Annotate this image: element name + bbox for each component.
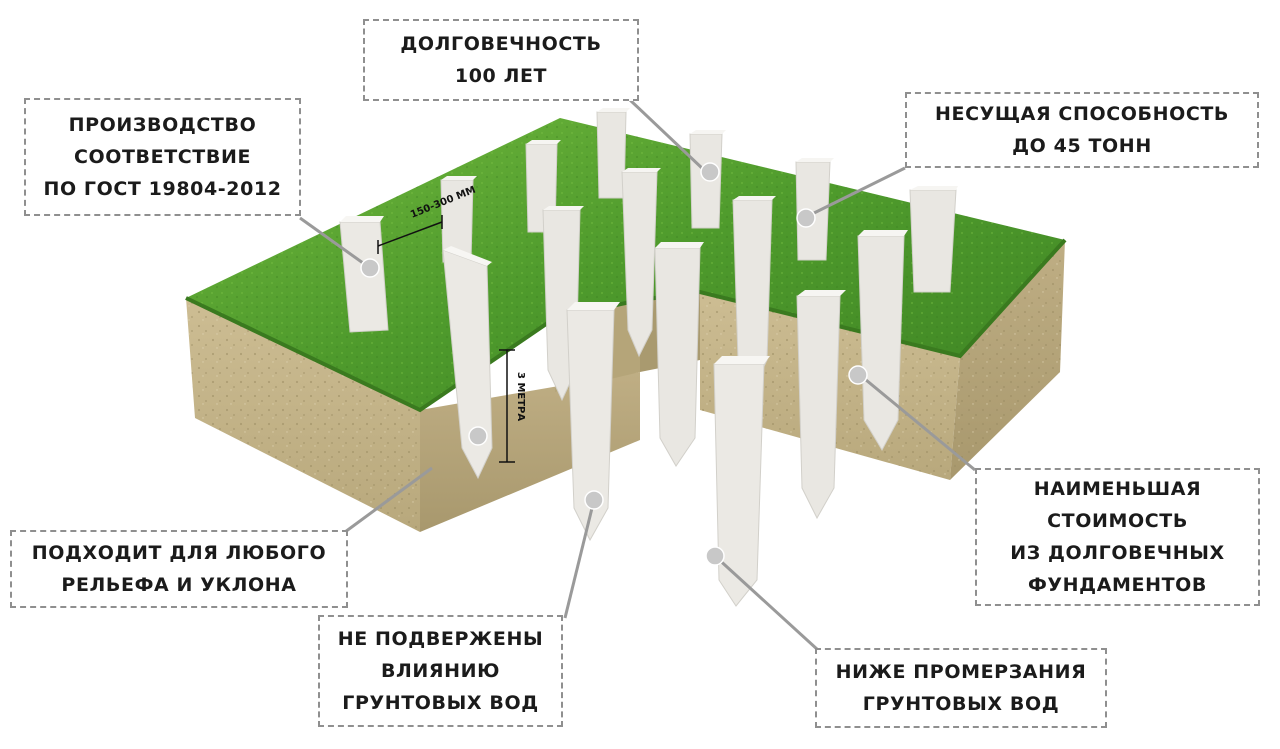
pile — [795, 158, 834, 261]
connector-dot — [796, 208, 816, 228]
pile — [689, 130, 726, 229]
callout-terrain: ПОДХОДИТ ДЛЯ ЛЮБОГО РЕЛЬЕФА И УКЛОНА — [10, 530, 348, 608]
connector-dot — [360, 258, 380, 278]
callout-terrain-text: ПОДХОДИТ ДЛЯ ЛЮБОГО РЕЛЬЕФА И УКЛОНА — [31, 542, 327, 596]
pile — [713, 356, 770, 607]
callout-groundwater: НЕ ПОДВЕРЖЕНЫ ВЛИЯНИЮ ГРУНТОВЫХ ВОД — [318, 615, 563, 727]
callout-capacity: НЕСУЩАЯ СПОСОБНОСТЬ ДО 45 ТОНН — [905, 92, 1259, 168]
callout-frost: НИЖЕ ПРОМЕРЗАНИЯ ГРУНТОВЫХ ВОД — [815, 648, 1107, 728]
callout-durability: ДОЛГОВЕЧНОСТЬ 100 ЛЕТ — [363, 19, 639, 101]
connector-line — [809, 166, 906, 217]
connector-line — [628, 98, 706, 172]
pile — [654, 242, 704, 467]
pile — [440, 176, 477, 263]
pile — [857, 230, 908, 452]
connector-line — [563, 499, 596, 619]
pile — [442, 246, 493, 480]
piles — [339, 108, 958, 607]
pile — [339, 216, 389, 333]
soil-face-left-texture — [186, 298, 420, 532]
connector-dot — [848, 365, 868, 385]
pile — [909, 186, 958, 293]
connector-line — [713, 554, 820, 652]
pile — [621, 168, 661, 358]
connector-dots — [360, 162, 868, 566]
soil-face-far-right-texture — [950, 240, 1065, 480]
pile — [566, 302, 620, 542]
connector-line — [299, 216, 371, 270]
connector-dot — [584, 490, 604, 510]
connector-dot — [700, 162, 720, 182]
callout-capacity-text: НЕСУЩАЯ СПОСОБНОСТЬ ДО 45 ТОНН — [934, 103, 1230, 157]
callout-production-text: ПРОИЗВОДСТВО СООТВЕТСТВИЕ ПО ГОСТ 19804-… — [43, 114, 282, 200]
pile — [596, 108, 630, 199]
connector-dot — [705, 546, 725, 566]
dimension-line — [377, 221, 443, 247]
connector-line — [344, 466, 433, 534]
connector-dot — [468, 426, 488, 446]
callout-groundwater-text: НЕ ПОДВЕРЖЕНЫ ВЛИЯНИЮ ГРУНТОВЫХ ВОД — [337, 628, 544, 714]
callout-cost-text: НАИМЕНЬШАЯ СТОИМОСТЬ ИЗ ДОЛГОВЕЧНЫХ ФУНД… — [1010, 478, 1225, 596]
dimension-depth-label: 3 МЕТРА — [515, 372, 526, 421]
pile — [796, 290, 846, 520]
callout-frost-text: НИЖЕ ПРОМЕРЗАНИЯ ГРУНТОВЫХ ВОД — [835, 661, 1087, 715]
connectors — [299, 98, 976, 652]
dimension-depth: 3 МЕТРА — [499, 349, 526, 463]
callout-durability-text: ДОЛГОВЕЧНОСТЬ 100 ЛЕТ — [400, 33, 602, 87]
callout-cost: НАИМЕНЬШАЯ СТОИМОСТЬ ИЗ ДОЛГОВЕЧНЫХ ФУНД… — [975, 468, 1260, 606]
connector-line — [859, 373, 976, 472]
callout-production: ПРОИЗВОДСТВО СООТВЕТСТВИЕ ПО ГОСТ 19804-… — [24, 98, 301, 216]
